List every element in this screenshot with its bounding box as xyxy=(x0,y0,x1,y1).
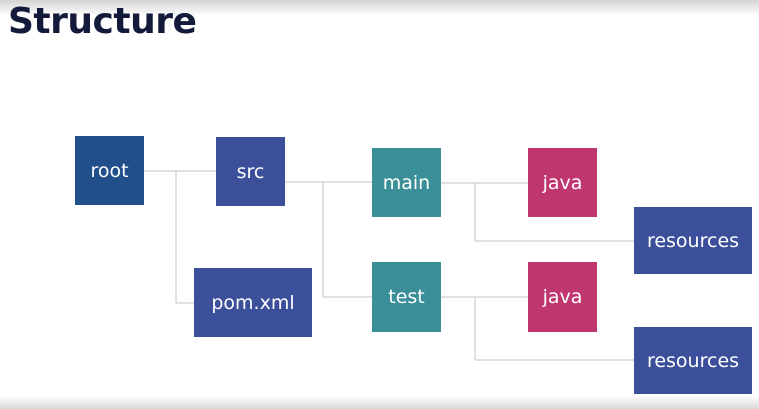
node-main-resources: resources xyxy=(634,207,752,274)
node-main-java-label: java xyxy=(542,171,583,194)
node-pom-xml-label: pom.xml xyxy=(211,291,295,314)
node-test-resources: resources xyxy=(634,327,752,394)
node-main-label: main xyxy=(382,171,431,194)
node-test-resources-label: resources xyxy=(646,349,740,372)
node-src: src xyxy=(216,137,285,206)
page-title: Structure xyxy=(8,1,197,42)
node-main-resources-label: resources xyxy=(646,229,740,252)
node-test-java: java xyxy=(528,262,597,332)
node-test-label: test xyxy=(388,286,425,308)
node-main: main xyxy=(372,148,441,217)
node-test-java-label: java xyxy=(542,286,583,308)
node-main-java: java xyxy=(528,148,597,217)
node-test: test xyxy=(372,262,441,332)
node-root: root xyxy=(75,136,144,205)
top-shade xyxy=(0,0,759,16)
node-src-label: src xyxy=(236,160,265,183)
node-root-label: root xyxy=(90,159,129,182)
node-pom-xml: pom.xml xyxy=(194,268,312,337)
bottom-shade xyxy=(0,395,759,409)
